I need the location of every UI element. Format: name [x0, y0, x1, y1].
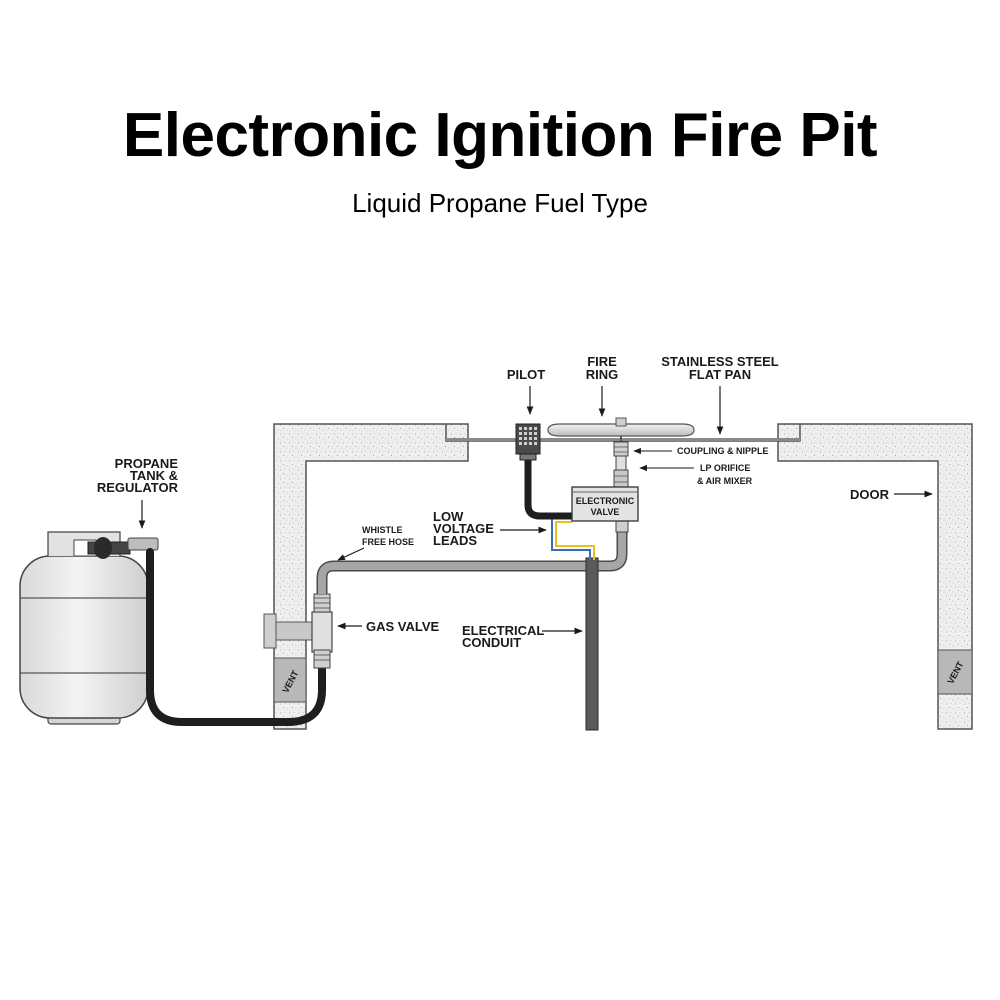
propane-hose	[146, 548, 326, 726]
svg-text:ELECTRICAL: ELECTRICAL	[462, 623, 544, 638]
svg-text:REGULATOR: REGULATOR	[97, 480, 179, 495]
label-electrical-conduit: ELECTRICAL CONDUIT	[462, 623, 583, 650]
label-gas-valve: GAS VALVE	[337, 619, 440, 634]
coupling-orifice-stack	[613, 441, 629, 533]
low-voltage-leads	[551, 517, 595, 560]
svg-text:FLAT PAN: FLAT PAN	[689, 367, 751, 382]
fire-ring	[547, 417, 695, 442]
label-flat-pan: STAINLESS STEEL FLAT PAN	[661, 354, 779, 435]
flat-pan	[445, 424, 801, 442]
pilot-hose	[524, 456, 572, 520]
gas-valve	[263, 593, 333, 669]
page-title: Electronic Ignition Fire Pit	[122, 101, 878, 170]
label-fire-ring: FIRE RING	[586, 354, 619, 417]
svg-text:TANK &: TANK &	[130, 468, 178, 483]
label-pilot: PILOT	[507, 367, 545, 415]
svg-text:GAS VALVE: GAS VALVE	[366, 619, 440, 634]
vent-left: VENT	[273, 657, 307, 703]
label-low-voltage-leads: LOW VOLTAGE LEADS	[433, 509, 547, 548]
svg-text:PILOT: PILOT	[507, 367, 545, 382]
svg-text:WHISTLE: WHISTLE	[362, 525, 403, 535]
label-lp-orifice: LP ORIFICE & AIR MIXER	[639, 463, 753, 486]
svg-text:DOOR: DOOR	[850, 487, 890, 502]
svg-text:FREE HOSE: FREE HOSE	[362, 537, 414, 547]
svg-text:VOLTAGE: VOLTAGE	[433, 521, 494, 536]
label-door: DOOR	[850, 487, 933, 502]
svg-text:FIRE: FIRE	[587, 354, 617, 369]
svg-text:PROPANE: PROPANE	[115, 456, 179, 471]
svg-text:STAINLESS STEEL: STAINLESS STEEL	[661, 354, 779, 369]
page-subtitle: Liquid Propane Fuel Type	[352, 188, 648, 218]
svg-text:LP ORIFICE: LP ORIFICE	[700, 463, 750, 473]
electrical-conduit	[585, 557, 599, 731]
vent-right: VENT	[937, 649, 973, 695]
svg-text:LOW: LOW	[433, 509, 464, 524]
svg-text:LEADS: LEADS	[433, 533, 477, 548]
label-coupling-nipple: COUPLING & NIPPLE	[633, 446, 769, 456]
svg-text:CONDUIT: CONDUIT	[462, 635, 521, 650]
label-whistle-free-hose: WHISTLE FREE HOSE	[337, 525, 414, 561]
propane-tank	[19, 531, 149, 725]
label-propane-tank: PROPANE TANK & REGULATOR	[97, 456, 179, 529]
regulator	[87, 537, 159, 559]
electronic-valve: ELECTRONIC VALVE	[571, 486, 639, 522]
electronic-valve-label-1: ELECTRONIC	[576, 496, 635, 506]
electronic-valve-label-2: VALVE	[591, 507, 620, 517]
enclosure-right-wall	[777, 423, 973, 730]
pilot-assembly	[515, 423, 541, 461]
svg-text:& AIR MIXER: & AIR MIXER	[697, 476, 753, 486]
svg-text:COUPLING & NIPPLE: COUPLING & NIPPLE	[677, 446, 769, 456]
svg-text:RING: RING	[586, 367, 619, 382]
